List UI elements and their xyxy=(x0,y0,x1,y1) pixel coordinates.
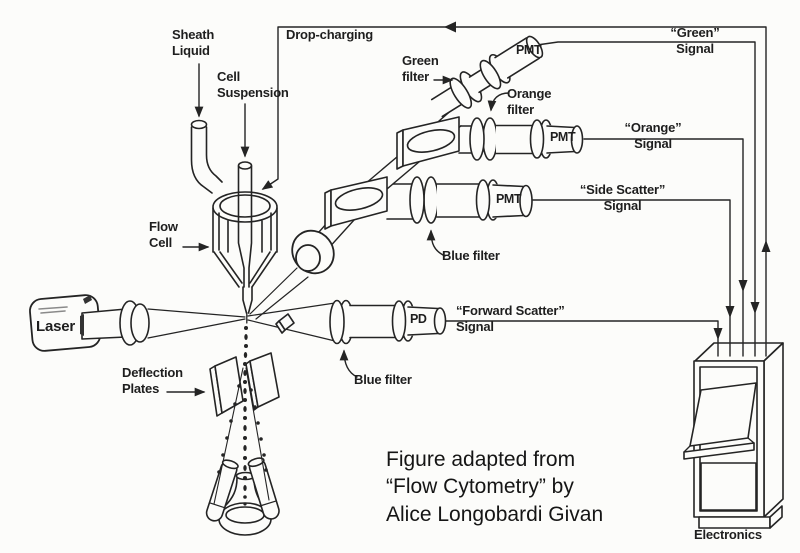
laser-label: Laser xyxy=(36,318,76,335)
blue-filter-ring xyxy=(409,176,425,224)
cell-suspension-tube xyxy=(237,161,253,288)
arrow-down-icon xyxy=(750,302,760,314)
sheath-liquid-label: Sheath Liquid xyxy=(172,27,215,58)
blue-filter-top-label: Blue filter xyxy=(442,248,500,263)
dichroic-mirror-2 xyxy=(396,116,460,170)
blue-filter-ring xyxy=(329,299,345,345)
cell-suspension-label: Cell Suspension xyxy=(217,69,289,100)
orange-pmt-assembly xyxy=(458,117,584,161)
nozzle xyxy=(242,286,253,314)
collection-vessels xyxy=(205,457,280,536)
collection-tube-left xyxy=(205,459,239,522)
collection-tube-right xyxy=(247,457,280,520)
label-arrows xyxy=(166,63,510,397)
sheath-tube xyxy=(190,119,223,194)
flow-cell-label: Flow Cell xyxy=(149,219,178,250)
side-scatter-signal-label: “Side Scatter” Signal xyxy=(579,182,666,213)
laser-hatch xyxy=(38,306,68,314)
deflection-plates-label: Deflection Plates xyxy=(122,365,183,396)
blue-filter-top-arrow xyxy=(426,229,446,257)
green-signal-label: “Green” Signal xyxy=(670,25,720,56)
mirror-face xyxy=(334,187,384,211)
orange-filter-arrow xyxy=(487,92,510,112)
signal-lines xyxy=(261,21,771,357)
signal-line-forward xyxy=(445,320,719,357)
drop-charging-line xyxy=(261,26,767,357)
arrow-up-icon xyxy=(761,240,771,252)
laser-beam xyxy=(147,267,336,342)
arrow-down-icon xyxy=(738,280,748,292)
arrow-down-icon xyxy=(713,328,723,340)
drop-charging-label: Drop-charging xyxy=(286,27,373,42)
dichroic-mirror-1 xyxy=(324,176,388,230)
signal-line-side xyxy=(532,199,731,357)
pd-label: PD xyxy=(410,312,427,326)
flow-cell-cup xyxy=(212,191,278,324)
pd-body xyxy=(408,306,441,336)
side-scatter-pmt-assembly xyxy=(386,176,533,224)
pmt-orange-body xyxy=(547,125,578,154)
console-shelf xyxy=(683,442,755,460)
blue-filter-bottom-arrow xyxy=(339,349,358,378)
orange-filter-ring xyxy=(482,117,498,161)
collection-lens xyxy=(291,229,335,275)
signal-line-green xyxy=(536,41,756,357)
mirror-face xyxy=(406,129,456,153)
pmt-green-label: PMT xyxy=(516,43,542,57)
arrow-down-icon xyxy=(725,306,735,318)
pmt-orange-label: PMT xyxy=(550,130,576,144)
laser-mark xyxy=(83,295,92,304)
signal-line-orange xyxy=(583,138,744,357)
pmt-side-label: PMT xyxy=(496,192,522,206)
figure-caption: Figure adapted from “Flow Cytometry” by … xyxy=(386,448,604,526)
electronics-label: Electronics xyxy=(694,527,762,542)
orange-signal-label: “Orange” Signal xyxy=(624,120,682,151)
green-filter-label: Green filter xyxy=(402,53,439,84)
pmt-side-body xyxy=(493,184,527,218)
console-screen xyxy=(689,382,757,447)
forward-scatter-assembly xyxy=(275,299,447,345)
forward-scatter-signal-label: “Forward Scatter” Signal xyxy=(456,303,565,334)
orange-filter-ring xyxy=(469,117,485,161)
electronics-cabinet xyxy=(683,342,784,529)
blue-filter-ring xyxy=(423,176,439,224)
arrow-left-icon xyxy=(444,21,456,33)
orange-filter-label: Orange filter xyxy=(507,86,552,117)
blue-filter-bottom-label: Blue filter xyxy=(354,372,412,387)
droplet-stream xyxy=(213,326,270,506)
laser-assembly xyxy=(29,294,150,352)
